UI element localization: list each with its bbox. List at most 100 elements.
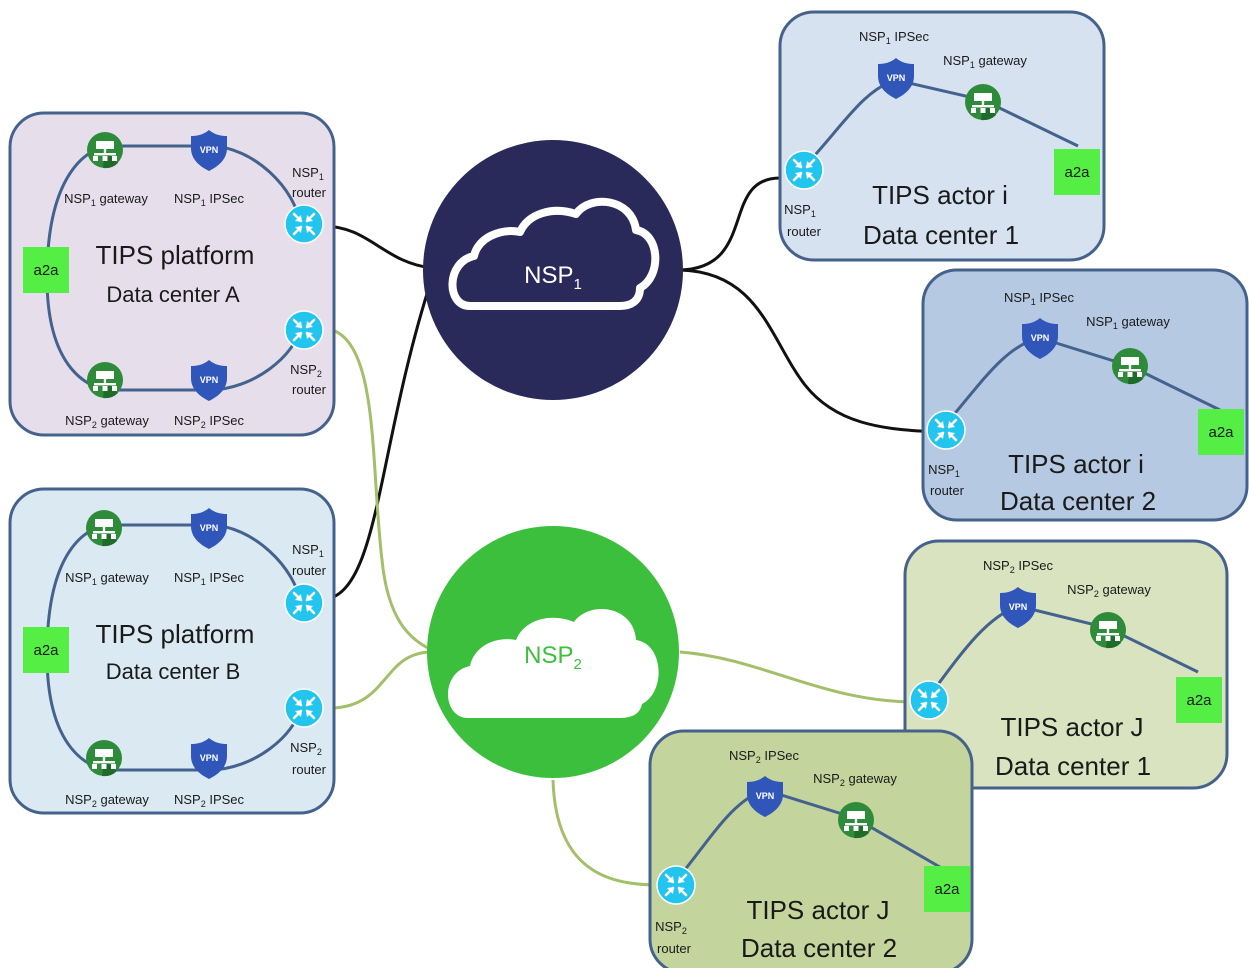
gateway-icon	[86, 510, 122, 547]
box-subtitle: Data center 2	[741, 933, 897, 963]
svg-text:a2a: a2a	[934, 881, 960, 898]
box-subtitle: Data center 2	[1000, 486, 1156, 516]
svg-text:NSP2 IPSec: NSP2 IPSec	[174, 413, 245, 430]
svg-text:router: router	[930, 483, 965, 498]
box-title: TIPS actor J	[1000, 712, 1143, 742]
svg-text:a2a: a2a	[1064, 164, 1090, 181]
box-subtitle: Data center 1	[863, 220, 1019, 250]
box-platform-b: VPN VPN a2a NSP1 gateway NSP1 IPSec NSP2…	[8, 487, 336, 815]
svg-text:NSP1 gateway: NSP1 gateway	[1086, 314, 1170, 331]
svg-text:NSP1 IPSec: NSP1 IPSec	[174, 570, 245, 587]
svg-text:NSP1 gateway: NSP1 gateway	[65, 570, 149, 587]
svg-text:NSP2 IPSec: NSP2 IPSec	[729, 748, 800, 765]
svg-text:router: router	[657, 941, 692, 956]
box-actor-j-dc1: VPN a2a NSP2 IPSec NSP2 gateway NSP2 rou…	[903, 539, 1229, 790]
svg-text:NSP1: NSP1	[784, 202, 816, 219]
gateway-icon	[965, 84, 1001, 121]
svg-text:NSP2 IPSec: NSP2 IPSec	[983, 558, 1054, 575]
a2a-block: a2a	[924, 866, 970, 912]
router-icon	[908, 679, 950, 721]
box-subtitle: Data center 1	[995, 751, 1151, 781]
gateway-icon	[1112, 348, 1148, 385]
box-title: TIPS platform	[96, 619, 255, 649]
box-title: TIPS actor i	[872, 180, 1008, 210]
gateway-icon	[87, 132, 123, 169]
router-icon	[925, 409, 967, 451]
svg-text:a2a: a2a	[33, 642, 59, 659]
svg-text:a2a: a2a	[1208, 424, 1234, 441]
nsp1-links	[321, 176, 941, 602]
box-subtitle: Data center A	[106, 282, 240, 307]
svg-text:VPN: VPN	[756, 791, 775, 801]
svg-text:VPN: VPN	[200, 375, 219, 385]
vpn-icon: VPN	[191, 360, 227, 401]
svg-text:a2a: a2a	[33, 262, 59, 279]
vpn-icon: VPN	[878, 58, 914, 99]
vpn-icon: VPN	[1022, 318, 1058, 359]
vpn-icon: VPN	[191, 130, 227, 171]
svg-text:NSP2 gateway: NSP2 gateway	[65, 413, 149, 430]
box-actor-j-dc2: VPN a2a NSP2 IPSec NSP2 gateway NSP2 rou…	[648, 729, 974, 968]
a2a-block: a2a	[1176, 677, 1222, 723]
svg-text:NSP2 gateway: NSP2 gateway	[65, 792, 149, 809]
vpn-icon: VPN	[191, 508, 227, 549]
a2a-block: a2a	[23, 247, 69, 293]
svg-text:VPN: VPN	[1009, 602, 1028, 612]
router-icon	[283, 687, 325, 729]
nsp2-cloud-label: NSP	[524, 642, 573, 669]
svg-text:router: router	[292, 382, 327, 397]
svg-text:NSP2 IPSec: NSP2 IPSec	[174, 792, 245, 809]
vpn-icon: VPN	[747, 776, 783, 817]
nsp1-cloud-label: NSP	[524, 262, 573, 289]
svg-text:router: router	[292, 185, 327, 200]
vpn-icon: VPN	[1000, 587, 1036, 628]
svg-text:router: router	[292, 563, 327, 578]
svg-text:NSP2 gateway: NSP2 gateway	[1067, 582, 1151, 599]
box-title: TIPS actor i	[1008, 449, 1144, 479]
router-icon	[783, 149, 825, 191]
gateway-icon	[86, 740, 122, 777]
svg-text:NSP1 IPSec: NSP1 IPSec	[174, 191, 245, 208]
a2a-block: a2a	[1198, 409, 1244, 455]
box-platform-a: VPN VPN a2a NSP1 gateway NSP1 IPSec NSP2…	[8, 111, 336, 437]
svg-text:NSP1: NSP1	[928, 462, 960, 479]
svg-text:VPN: VPN	[200, 145, 219, 155]
nsp2-cloud: NSP2	[427, 526, 679, 778]
svg-text:VPN: VPN	[200, 523, 219, 533]
router-icon	[283, 203, 325, 245]
svg-text:NSP1: NSP1	[292, 165, 324, 182]
svg-text:NSP1 gateway: NSP1 gateway	[64, 191, 148, 208]
vpn-icon: VPN	[191, 738, 227, 779]
box-actor-i-dc1: VPN a2a NSP1 IPSec NSP1 gateway NSP1 rou…	[778, 10, 1106, 262]
box-title: TIPS platform	[96, 240, 255, 270]
svg-text:VPN: VPN	[1031, 333, 1050, 343]
router-icon	[655, 864, 697, 906]
box-actor-i-dc2: VPN a2a NSP1 IPSec NSP1 gateway NSP1 rou…	[921, 268, 1249, 522]
svg-text:router: router	[787, 224, 822, 239]
svg-text:VPN: VPN	[887, 73, 906, 83]
svg-text:NSP1: NSP1	[292, 542, 324, 559]
a2a-block: a2a	[1054, 149, 1100, 195]
gateway-icon	[87, 362, 123, 399]
box-title: TIPS actor J	[746, 895, 889, 925]
svg-text:NSP1 IPSec: NSP1 IPSec	[1004, 290, 1075, 307]
svg-text:NSP2: NSP2	[290, 362, 322, 379]
gateway-icon	[1090, 612, 1126, 649]
box-subtitle: Data center B	[106, 659, 241, 684]
router-icon	[283, 582, 325, 624]
router-icon	[283, 309, 325, 351]
svg-text:NSP2: NSP2	[290, 740, 322, 757]
svg-text:a2a: a2a	[1186, 692, 1212, 709]
svg-text:NSP2: NSP2	[524, 642, 582, 673]
svg-text:NSP1 gateway: NSP1 gateway	[943, 53, 1027, 70]
svg-text:router: router	[292, 762, 327, 777]
svg-text:VPN: VPN	[200, 753, 219, 763]
nsp2-links	[321, 326, 911, 887]
svg-text:NSP2: NSP2	[655, 919, 687, 936]
nsp1-cloud: NSP1	[423, 140, 683, 400]
gateway-icon	[838, 802, 874, 839]
svg-text:NSP2 gateway: NSP2 gateway	[813, 771, 897, 788]
svg-text:NSP1 IPSec: NSP1 IPSec	[859, 29, 930, 46]
svg-text:NSP1: NSP1	[524, 262, 582, 293]
